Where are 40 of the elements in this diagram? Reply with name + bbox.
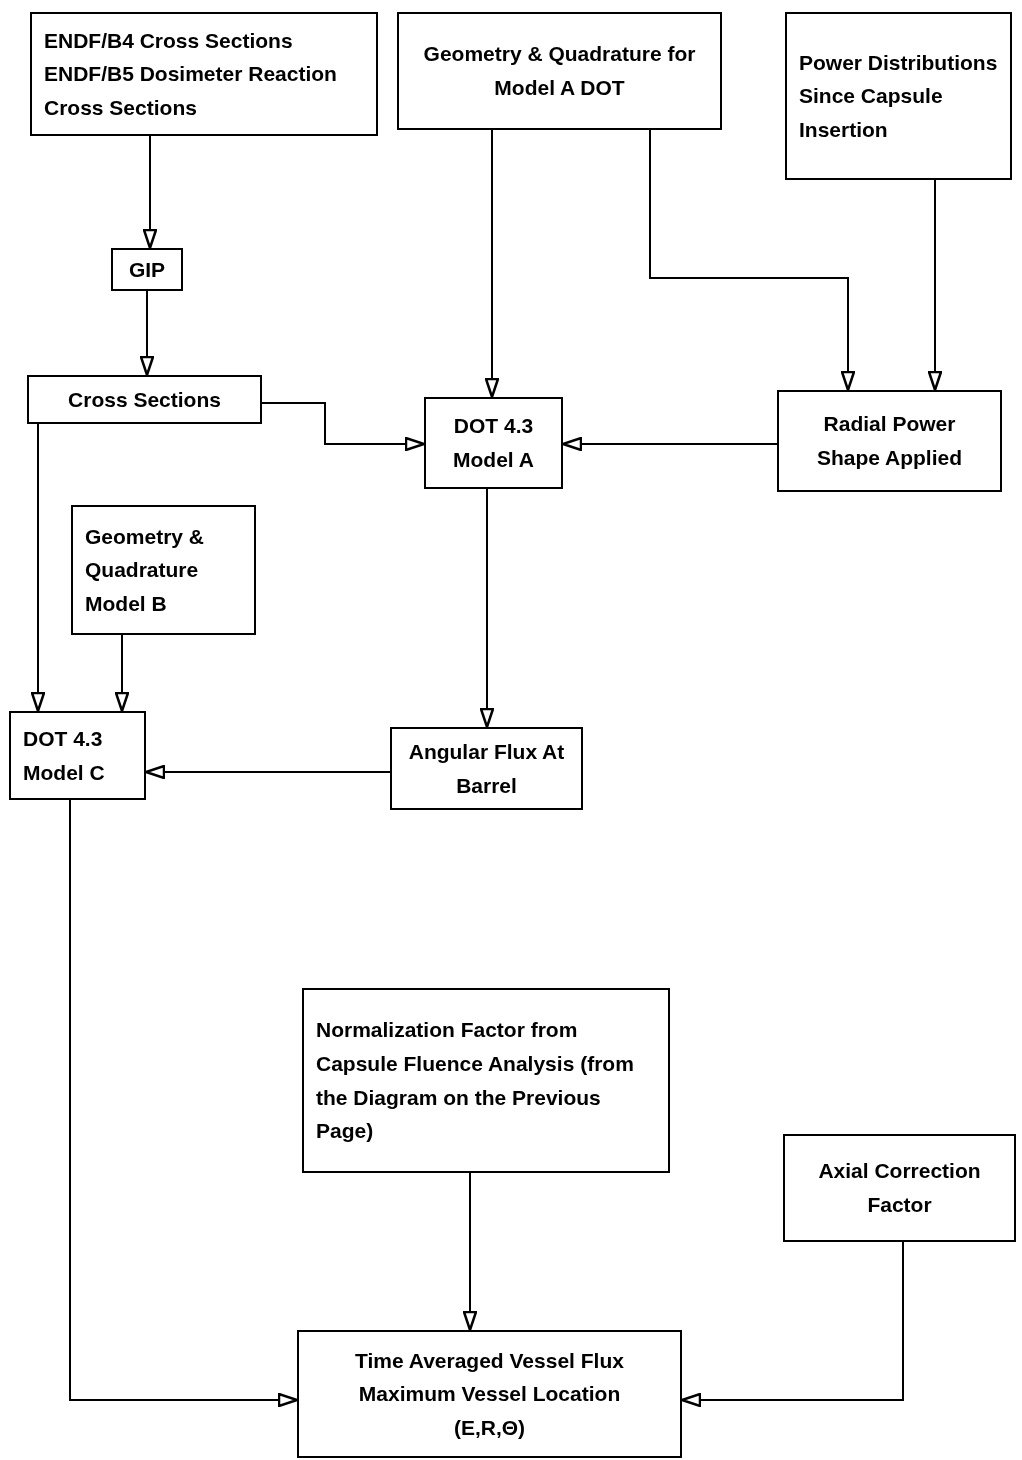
process-box — [424, 397, 563, 489]
arrow — [927, 179, 943, 392]
box-text: Axial Correction Factor — [817, 1158, 982, 1218]
process-box — [397, 12, 722, 130]
box-text: Time Averaged Vessel Flux — [355, 1347, 624, 1374]
process-box — [302, 988, 670, 1173]
arrow — [479, 488, 495, 729]
process-box — [785, 12, 1012, 180]
process-box — [777, 390, 1002, 492]
arrow — [649, 129, 856, 392]
box-text: Maximum Vessel Location — [358, 1381, 621, 1408]
arrow — [462, 1172, 478, 1332]
box-text: DOT 4.3 Model C — [23, 725, 106, 786]
process-box — [111, 248, 183, 291]
process-box — [297, 1330, 682, 1458]
arrow — [142, 135, 158, 250]
box-text: GIP — [128, 256, 166, 283]
box-text: (E,R,Θ) — [453, 1414, 526, 1441]
box-text: Geometry & Quadrature Model B — [85, 523, 206, 617]
box-text: DOT 4.3 Model A — [452, 413, 535, 473]
process-box — [9, 711, 146, 800]
arrow — [261, 402, 426, 452]
arrow — [30, 423, 46, 713]
process-box — [30, 12, 378, 136]
box-text: Radial Power Shape Applied — [815, 411, 964, 471]
process-box — [71, 505, 256, 635]
box-text: Cross Sections — [68, 386, 221, 413]
process-box — [390, 727, 583, 810]
box-text: Geometry & Quadrature for Model A DOT — [422, 41, 697, 101]
process-box — [27, 375, 262, 424]
arrow — [139, 290, 155, 377]
arrow — [114, 634, 130, 713]
box-text: ENDF/B5 Dosimeter Reaction Cross Sections — [44, 61, 338, 121]
box-text: Normalization Factor from Capsule Fluence Analysis (from the Diagram on the Previous Page) — [316, 1017, 635, 1145]
box-text: Power Distributions Since Capsule Insertion — [799, 49, 998, 143]
box-text: ENDF/B4 Cross Sections — [44, 27, 293, 54]
arrow — [484, 129, 500, 399]
box-text: Angular Flux At Barrel — [407, 738, 566, 799]
arrow — [69, 799, 299, 1408]
process-box — [783, 1134, 1016, 1242]
